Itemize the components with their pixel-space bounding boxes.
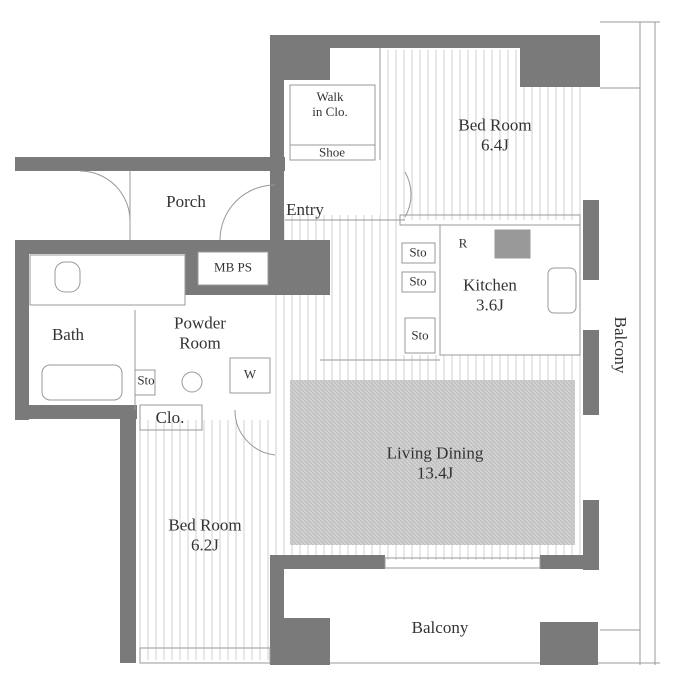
bedroom-2-size: 6.2J <box>191 535 219 554</box>
bedroom-2-name: Bed Room <box>168 515 242 535</box>
refrigerator-label: R <box>458 235 468 251</box>
living-dining-name: Living Dining <box>386 443 484 463</box>
bath-label: Bath <box>51 325 85 345</box>
side-balcony-railing <box>330 21 660 665</box>
washer-label: W <box>243 366 257 382</box>
closet-label: Clo. <box>155 408 185 428</box>
living-dining-rug <box>290 380 575 545</box>
partitions <box>29 48 581 664</box>
walk-in-closet-label: Walk in Clo. <box>312 89 348 120</box>
mb-ps-label: MB PS <box>214 259 252 275</box>
kitchen-name: Kitchen <box>463 275 517 295</box>
kitchen-size: 3.6J <box>476 295 504 314</box>
bedroom-2-floor <box>137 420 270 660</box>
bedroom-1-name: Bed Room <box>458 115 532 135</box>
porch-label: Porch <box>166 192 206 212</box>
balcony-bottom-label: Balcony <box>411 618 469 638</box>
bedroom-1-size: 6.4J <box>481 135 509 154</box>
mb-ps-box <box>197 251 269 286</box>
living-dining-size: 13.4J <box>416 463 454 482</box>
entry-label: Entry <box>286 200 324 220</box>
storage-3-label: Sto <box>411 327 429 343</box>
shoe-label: Shoe <box>319 144 345 160</box>
powder-room-text: Powder Room <box>174 313 226 352</box>
storage-4-label: Sto <box>137 372 155 388</box>
walls <box>15 35 600 665</box>
powder-room-label: Powder Room <box>174 313 226 352</box>
storage-2-label: Sto <box>409 273 427 289</box>
storage-1-label: Sto <box>409 244 427 260</box>
walk-in-closet-text: Walk in Clo. <box>312 89 348 119</box>
balcony-side-label: Balcony <box>610 316 630 374</box>
